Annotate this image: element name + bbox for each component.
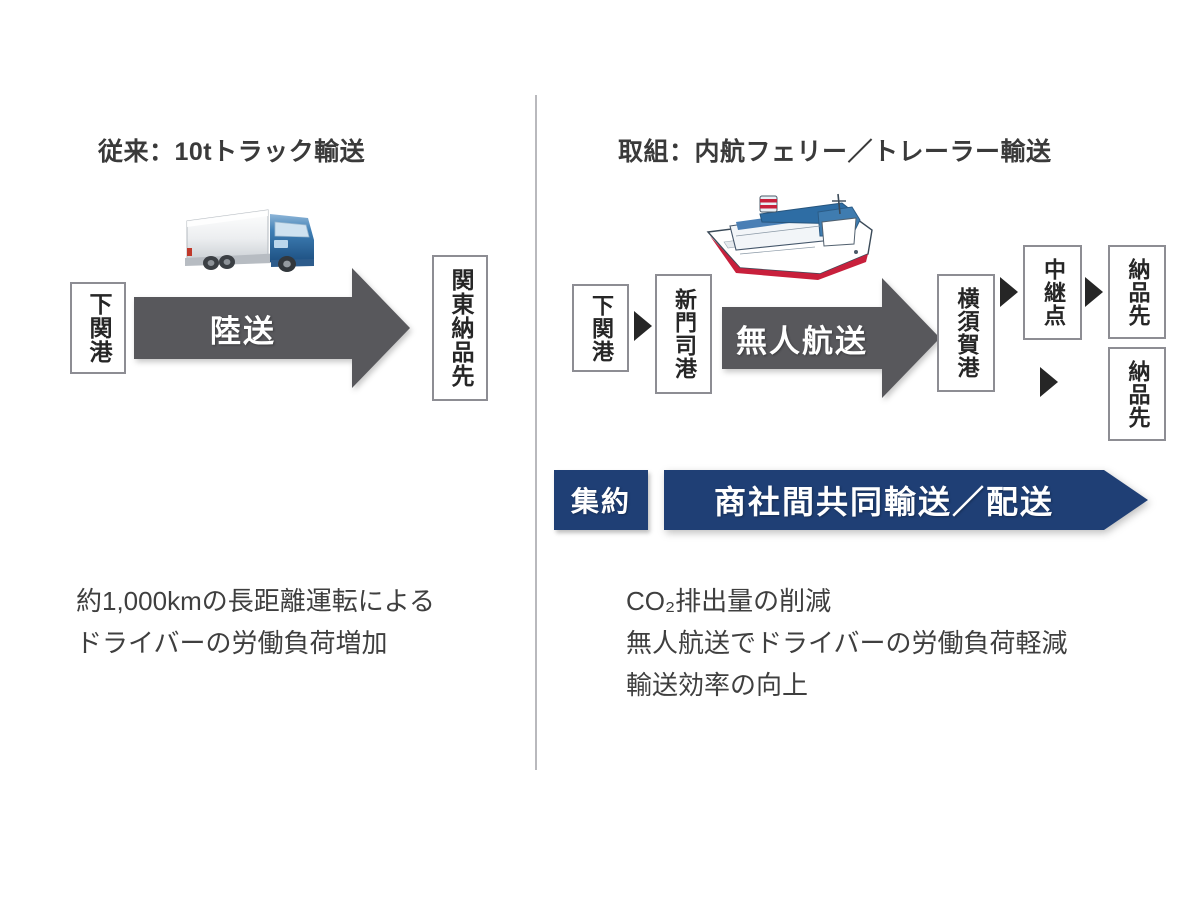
- arrow-head-icon: [882, 278, 940, 398]
- left-caption-line-1: 約1,000kmの長距離運転による: [76, 586, 435, 616]
- sea-transport-arrow-label: 無人航送: [736, 323, 868, 359]
- right-origin-label: 下関港: [588, 293, 614, 363]
- panel-divider: [535, 95, 537, 770]
- left-destination-box: 関東納品先: [432, 255, 488, 401]
- ferry-icon: [706, 193, 873, 280]
- left-origin-label: 下関港: [85, 292, 112, 364]
- land-transport-arrow-label: 陸送: [210, 313, 276, 349]
- left-caption: 約1,000kmの長距離運転による ドライバーの労働負荷増加: [76, 580, 435, 664]
- relay-point-box: 中継点: [1023, 245, 1082, 340]
- triangle-right-icon-2: [1000, 277, 1018, 307]
- right-panel-title: 取組：内航フェリー／トレーラー輸送: [618, 138, 1052, 166]
- delivery-destination-box-2: 納品先: [1108, 347, 1166, 441]
- triangle-right-icon-1: [634, 311, 652, 341]
- shinmoji-port-label: 新門司港: [671, 288, 697, 380]
- right-caption-line-2: 無人航送でドライバーの労働負荷軽減: [626, 628, 1068, 659]
- joint-transport-banner-label: 商社間共同輸送／配送: [713, 484, 1054, 520]
- delivery-destination-label-1: 納品先: [1125, 257, 1151, 327]
- right-caption-line-3: 輸送効率の向上: [626, 670, 809, 701]
- arrow-head-icon: [1104, 470, 1148, 530]
- right-caption-line-1: CO₂排出量の削減: [626, 586, 832, 616]
- relay-point-label: 中継点: [1040, 258, 1066, 327]
- left-caption-line-2: ドライバーの労働負荷増加: [76, 628, 388, 659]
- triangle-right-icon-3: [1085, 277, 1103, 307]
- delivery-destination-label-2: 納品先: [1125, 359, 1151, 429]
- right-caption: CO₂排出量の削減 無人航送でドライバーの労働負荷軽減 輸送効率の向上: [626, 580, 1067, 706]
- shinmoji-port-box: 新門司港: [655, 274, 712, 394]
- yokosuka-port-box: 横須賀港: [937, 274, 995, 392]
- left-destination-label: 関東納品先: [447, 268, 474, 388]
- truck-icon: [185, 209, 314, 272]
- left-panel-title: 従来：10tトラック輸送: [98, 138, 366, 166]
- left-origin-box: 下関港: [70, 282, 126, 374]
- yokosuka-port-label: 横須賀港: [954, 287, 980, 379]
- consolidation-tag-label: 集約: [570, 486, 631, 517]
- joint-transport-banner: 商社間共同輸送／配送: [664, 470, 1148, 530]
- right-origin-box: 下関港: [572, 284, 629, 372]
- consolidation-tag: 集約: [554, 470, 648, 530]
- delivery-destination-box-1: 納品先: [1108, 245, 1166, 339]
- arrow-head-icon: [352, 268, 410, 388]
- land-transport-arrow: 陸送: [134, 268, 410, 388]
- sea-transport-arrow: 無人航送: [722, 278, 940, 398]
- triangle-right-icon-4: [1040, 367, 1058, 397]
